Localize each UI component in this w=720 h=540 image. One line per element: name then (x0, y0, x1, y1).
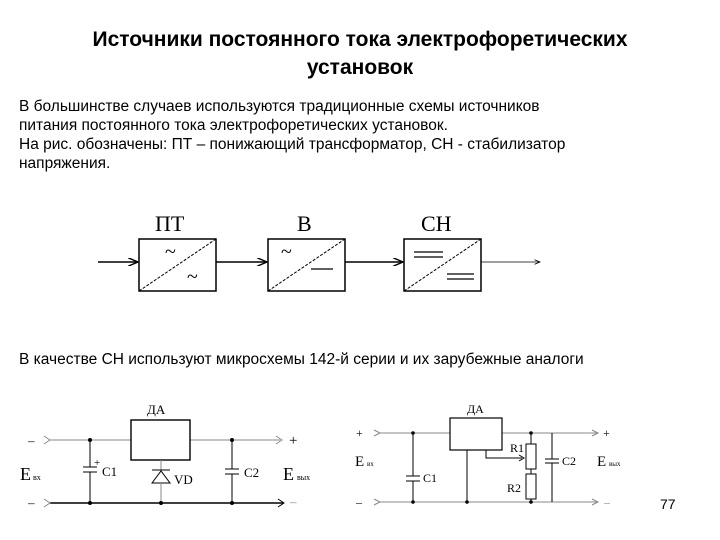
svg-text:C1: C1 (423, 471, 437, 485)
block-v: ~ (267, 238, 346, 292)
intro-paragraph: В большинстве случаев используются тради… (19, 98, 566, 172)
svg-text:–: – (27, 495, 35, 510)
block-label-pt: ПТ (155, 211, 185, 236)
circuit-1 (43, 419, 285, 508)
svg-text:+: + (94, 457, 100, 469)
block-diagram: ~ ~ ~ (98, 238, 540, 292)
svg-text:~: ~ (281, 241, 292, 263)
svg-text:C1: C1 (102, 464, 117, 479)
slide-title: Источники постоянного тока электрофорети… (92, 28, 628, 79)
svg-text:–: – (27, 433, 35, 448)
svg-text:~: ~ (165, 241, 176, 263)
svg-text:E: E (355, 454, 364, 470)
svg-text:+: + (356, 426, 363, 440)
circuit-1-labels: ДА – – + – + C1 VD C2 E вх E вых (20, 402, 310, 510)
svg-text:–: – (603, 495, 611, 509)
svg-text:VD: VD (174, 472, 193, 487)
block-pt: ~ ~ (138, 238, 217, 292)
svg-text:+: + (603, 426, 610, 440)
svg-text:вых: вых (609, 460, 621, 468)
block-label-v: В (297, 211, 312, 236)
svg-text:–: – (289, 494, 297, 509)
svg-text:R1: R1 (510, 441, 524, 455)
svg-text:–: – (355, 495, 363, 509)
block-sn (403, 238, 482, 292)
svg-text:C2: C2 (244, 465, 259, 480)
svg-text:ДА: ДА (467, 402, 484, 416)
page-number: 77 (660, 496, 676, 512)
svg-text:+: + (289, 433, 297, 449)
svg-text:ДА: ДА (147, 402, 166, 417)
circuit-2 (373, 417, 600, 506)
svg-text:E: E (20, 464, 31, 484)
svg-text:~: ~ (187, 266, 198, 288)
circuit-2-labels: ДА + – + – R1 R2 C1 C2 E вх E вых (355, 402, 621, 509)
caption: В качестве СН используют микросхемы 142-… (19, 351, 584, 368)
svg-text:E: E (597, 454, 606, 470)
svg-text:R2: R2 (507, 481, 521, 495)
block-label-sn: СН (421, 211, 452, 236)
svg-text:E: E (283, 464, 294, 484)
svg-text:C2: C2 (562, 454, 576, 468)
svg-text:вых: вых (297, 473, 310, 482)
svg-text:вх: вх (33, 473, 41, 482)
svg-text:вх: вх (367, 460, 374, 468)
